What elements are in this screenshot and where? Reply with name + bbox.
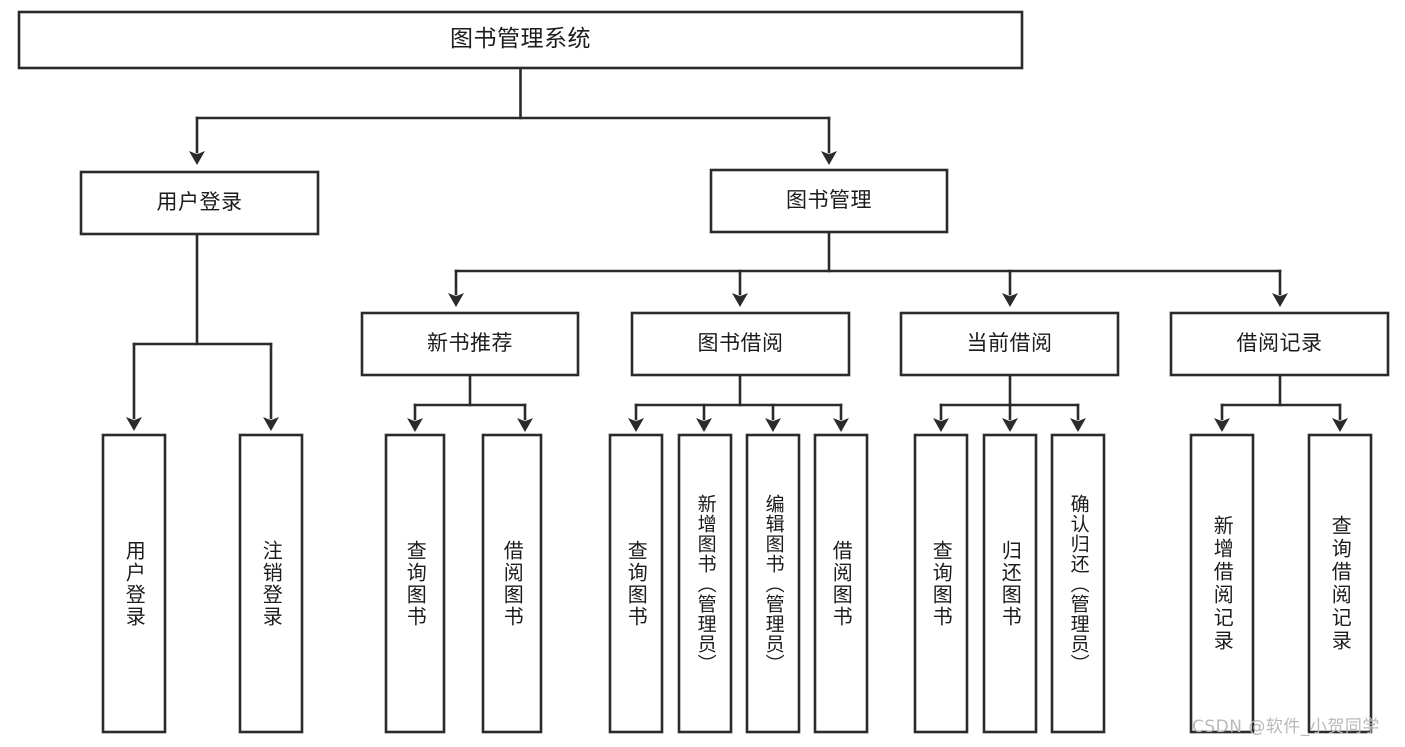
leaf-box[interactable] [1050, 433, 1106, 734]
connector-new-book-bus [407, 373, 533, 432]
leaf-box[interactable] [101, 433, 167, 734]
node-new-book-box[interactable] [360, 311, 580, 377]
node-borrow-record-box[interactable] [1169, 311, 1390, 377]
leaf-box[interactable] [745, 433, 801, 734]
leaf-box[interactable] [481, 433, 543, 734]
leaf-box[interactable] [608, 433, 664, 734]
node-root-box[interactable] [17, 10, 1024, 70]
csdn-watermark: CSDN @软件_小贺同学 [1192, 717, 1380, 737]
node-book-manage-box[interactable] [709, 168, 949, 234]
leaf-box[interactable] [677, 433, 733, 734]
leaf-box[interactable] [238, 433, 304, 734]
node-current-borrow-box[interactable] [899, 311, 1120, 377]
leaf-box[interactable] [384, 433, 446, 734]
node-user-login-box[interactable] [79, 170, 320, 236]
leaf-box[interactable] [1189, 433, 1255, 734]
leaf-box[interactable] [982, 433, 1038, 734]
connector-current-borrow-bus [933, 373, 1086, 432]
connector-book-borrow-bus [628, 373, 849, 432]
leaf-box[interactable] [1307, 433, 1373, 734]
connector-borrow-record-bus [1214, 373, 1348, 432]
connector-root-bus [195, 66, 831, 120]
connector-book-manage-bus [448, 230, 1288, 307]
leaf-box[interactable] [813, 433, 869, 734]
leaf-box[interactable] [913, 433, 969, 734]
connector-user-login-bus [126, 232, 279, 431]
node-book-borrow-box[interactable] [630, 311, 851, 377]
